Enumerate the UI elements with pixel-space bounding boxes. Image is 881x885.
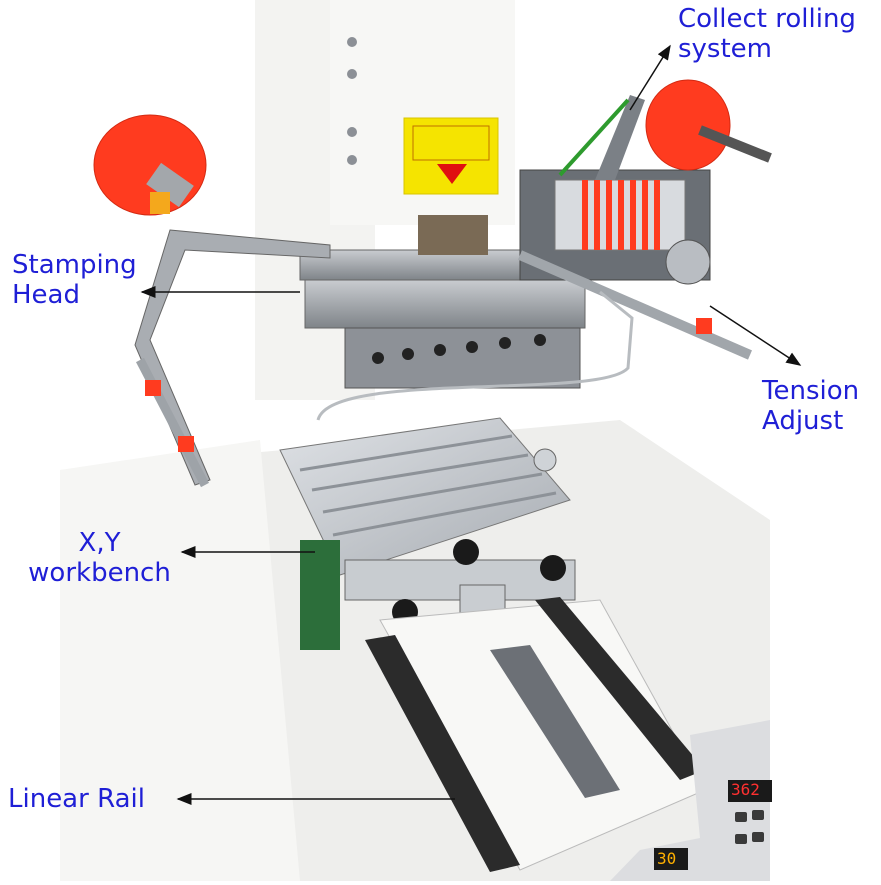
warning-arrow-icon	[437, 164, 467, 184]
xy-workbench-label: X,Y workbench	[12, 528, 187, 588]
stamping-head-label: Stamping Head	[12, 250, 137, 310]
panel-buttons	[735, 810, 764, 844]
workbench-side-plate	[300, 540, 340, 650]
collect-label-line1: Collect rolling	[678, 4, 856, 34]
linear-rail-label: Linear Rail	[8, 784, 145, 814]
xy-workbench-plate	[279, 417, 571, 576]
right-roller-disc	[645, 79, 731, 171]
stamping-label-line1: Stamping	[12, 250, 137, 280]
tension-label-line2: Adjust	[762, 406, 844, 436]
control-panel	[610, 720, 770, 881]
stamping-head-block	[418, 215, 488, 255]
housing-screws	[347, 37, 357, 165]
stamping-head-middle-plate	[304, 279, 586, 329]
adjust-knob	[533, 448, 557, 472]
panel-readout-bottom: 30	[657, 849, 677, 868]
panel-display-top	[728, 780, 772, 802]
panel-readout-top: 362	[731, 780, 760, 799]
xy-label-line2: workbench	[28, 558, 171, 588]
panel-display-bottom	[654, 848, 688, 870]
tension-arrow	[709, 305, 802, 366]
right-guide-rod	[518, 250, 752, 360]
collect-rolling-label: Collect rolling system	[678, 4, 856, 64]
tension-label-line1: Tension	[762, 376, 860, 406]
linear-rail-right	[535, 597, 705, 780]
foil-guide-wire	[316, 290, 634, 421]
xy-label-line1: X,Y	[78, 528, 121, 558]
stamping-label-line2: Head	[12, 280, 80, 310]
collect-arm	[595, 95, 645, 180]
center-slot	[490, 645, 620, 798]
linear-rail-left	[365, 635, 520, 872]
workbench-t-slots	[299, 434, 557, 537]
drive-belt	[558, 98, 630, 177]
tension-springs	[582, 180, 660, 250]
collect-arrow	[629, 44, 671, 111]
collect-label-line2: system	[678, 34, 772, 64]
tension-adjust-label: Tension Adjust	[762, 376, 859, 436]
heating-plate-holes	[372, 334, 546, 364]
